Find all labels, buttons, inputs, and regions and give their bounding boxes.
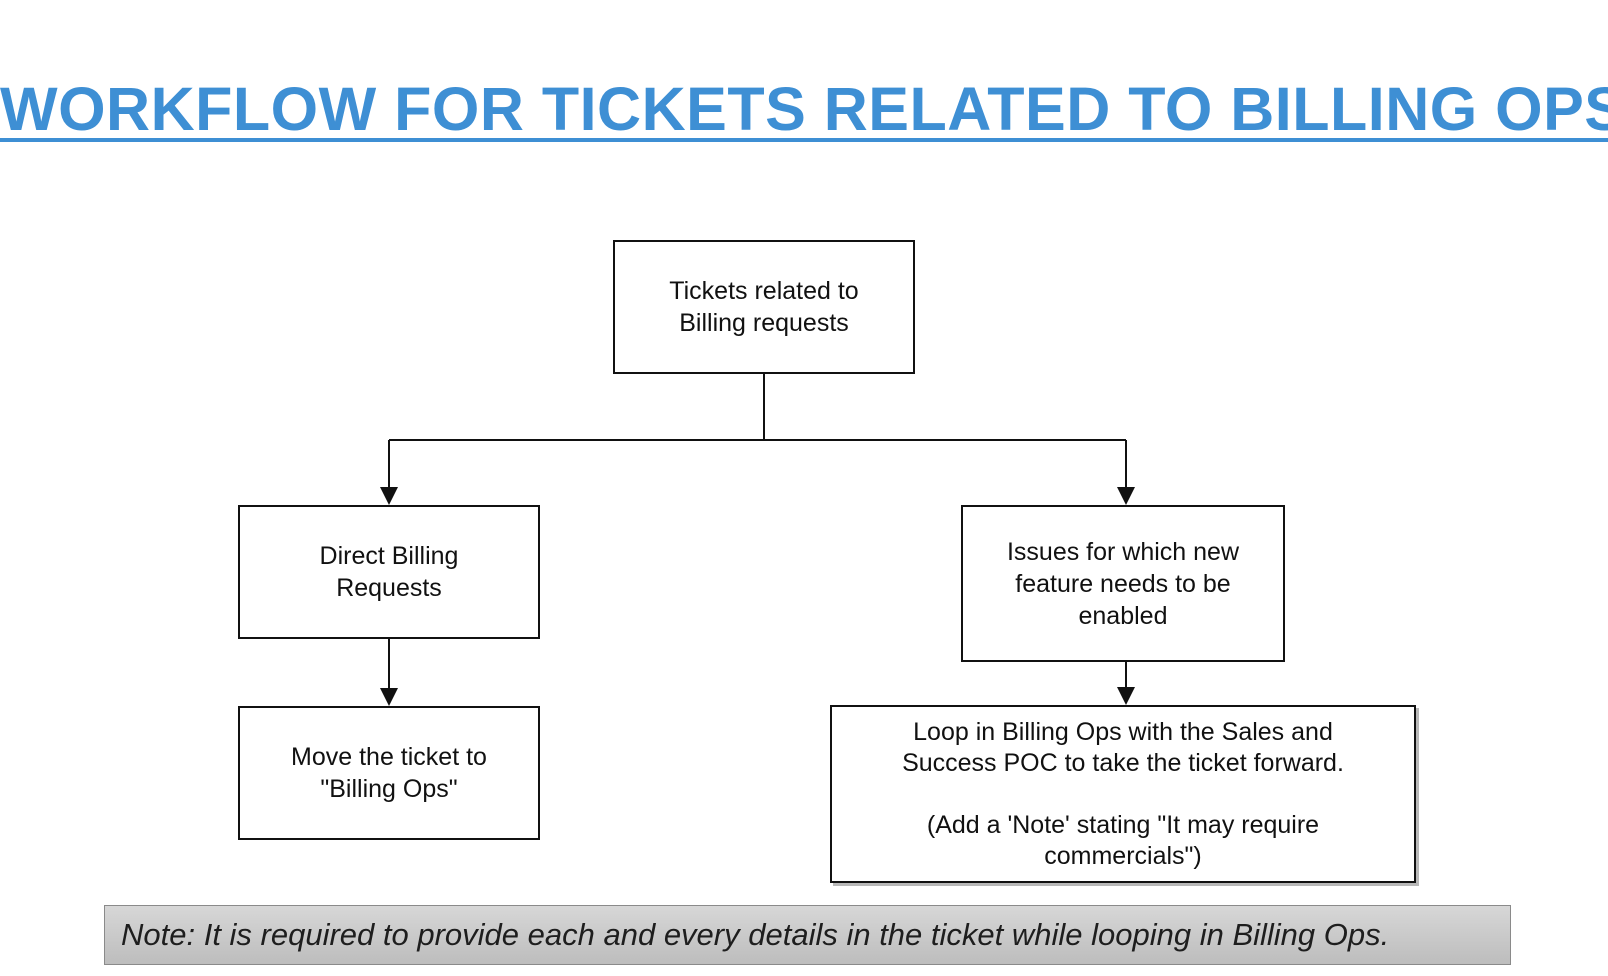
node-new-feature-issues: Issues for which new feature needs to be… [961, 505, 1285, 662]
arrowhead-direct [380, 487, 398, 505]
arrowhead-loop [1117, 687, 1135, 705]
note-banner: Note: It is required to provide each and… [104, 905, 1511, 965]
arrowhead-issues [1117, 487, 1135, 505]
arrowhead-move [380, 688, 398, 706]
note-text: Note: It is required to provide each and… [121, 917, 1390, 952]
page-title: WORKFLOW FOR TICKETS RELATED TO BILLING … [0, 75, 1608, 143]
node-loop-in-billing-ops: Loop in Billing Ops with the Sales and S… [830, 705, 1416, 883]
node-move-to-billing-ops: Move the ticket to "Billing Ops" [238, 706, 540, 840]
node-tickets-billing-requests: Tickets related to Billing requests [613, 240, 915, 374]
node-direct-billing-requests: Direct Billing Requests [238, 505, 540, 639]
branch-connector [389, 374, 1126, 441]
